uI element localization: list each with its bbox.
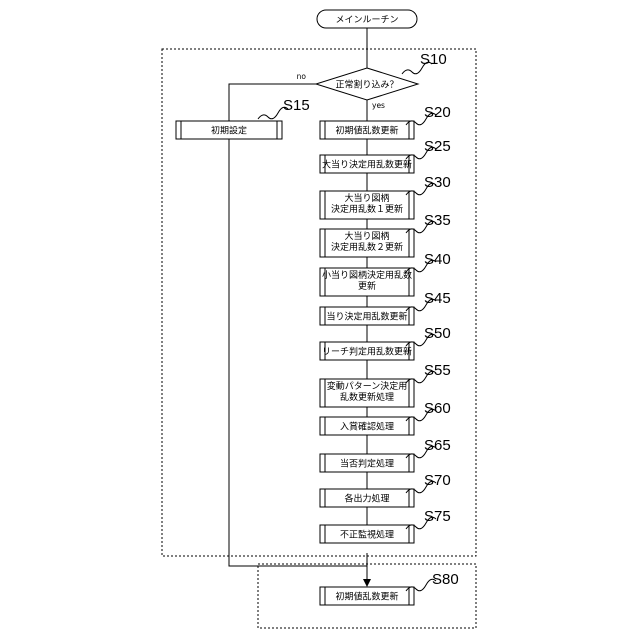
process-step-label: 大当り決定用乱数更新 [322, 159, 412, 171]
process-step-label: 各出力処理 [344, 493, 389, 505]
process-step-label: 大当り図柄 [344, 192, 389, 204]
step-number: S65 [424, 437, 451, 454]
step-number: S50 [424, 325, 451, 342]
process-step-label: 更新 [358, 280, 376, 292]
process-step-label: 変動パターン決定用 [327, 380, 408, 392]
step-number: S30 [424, 174, 451, 191]
process-step-label: 決定用乱数１更新 [331, 203, 403, 215]
init-step-label: 初期設定 [211, 125, 247, 137]
process-step-label: 乱数更新処理 [340, 391, 394, 403]
decision-step-number: S10 [420, 51, 447, 68]
process-step-label: リーチ判定用乱数更新 [322, 346, 412, 358]
process-step-s65: 当否判定処理 S65 [320, 437, 451, 472]
step-number: S25 [424, 138, 451, 155]
process-step-label: 不正監視処理 [340, 529, 394, 541]
process-step-s25: 大当り決定用乱数更新 S25 [320, 138, 451, 173]
process-step-s50: リーチ判定用乱数更新 S50 [320, 325, 451, 360]
process-step-label: 初期値乱数更新 [335, 125, 398, 137]
process-step-label: 小当り図柄決定用乱数 [322, 269, 412, 281]
process-step-s75: 不正監視処理 S75 [320, 508, 451, 543]
step-number: S60 [424, 400, 451, 417]
decision-yes-label: yes [372, 101, 385, 110]
step-number: S70 [424, 472, 451, 489]
process-step-label: 当否判定処理 [340, 458, 394, 470]
init-step-box: 初期設定 [176, 121, 282, 139]
final-step-label: 初期値乱数更新 [335, 591, 398, 603]
process-step-label: 当り決定用乱数更新 [326, 311, 407, 323]
step-number: S75 [424, 508, 451, 525]
decision-no-label: no [297, 72, 307, 81]
start-terminal-label: メインルーチン [335, 15, 398, 26]
process-step-s20: 初期値乱数更新 S20 [320, 104, 451, 139]
init-step-number: S15 [283, 97, 310, 114]
step-number: S20 [424, 104, 451, 121]
process-step-label: 大当り図柄 [344, 230, 389, 242]
process-step-label: 決定用乱数２更新 [331, 241, 403, 253]
process-step-s70: 各出力処理 S70 [320, 472, 451, 507]
step-number: S40 [424, 251, 451, 268]
final-step-number: S80 [432, 571, 459, 588]
process-steps: 初期値乱数更新S20大当り決定用乱数更新S25大当り図柄決定用乱数１更新S30大… [320, 100, 451, 543]
decision-label: 正常割り込み？ [335, 79, 398, 91]
process-step-label: 入賞確認処理 [340, 421, 394, 433]
step-number: S45 [424, 290, 451, 307]
step-number: S55 [424, 362, 451, 379]
step-number: S35 [424, 212, 451, 229]
final-step-box: 初期値乱数更新 [320, 587, 414, 605]
